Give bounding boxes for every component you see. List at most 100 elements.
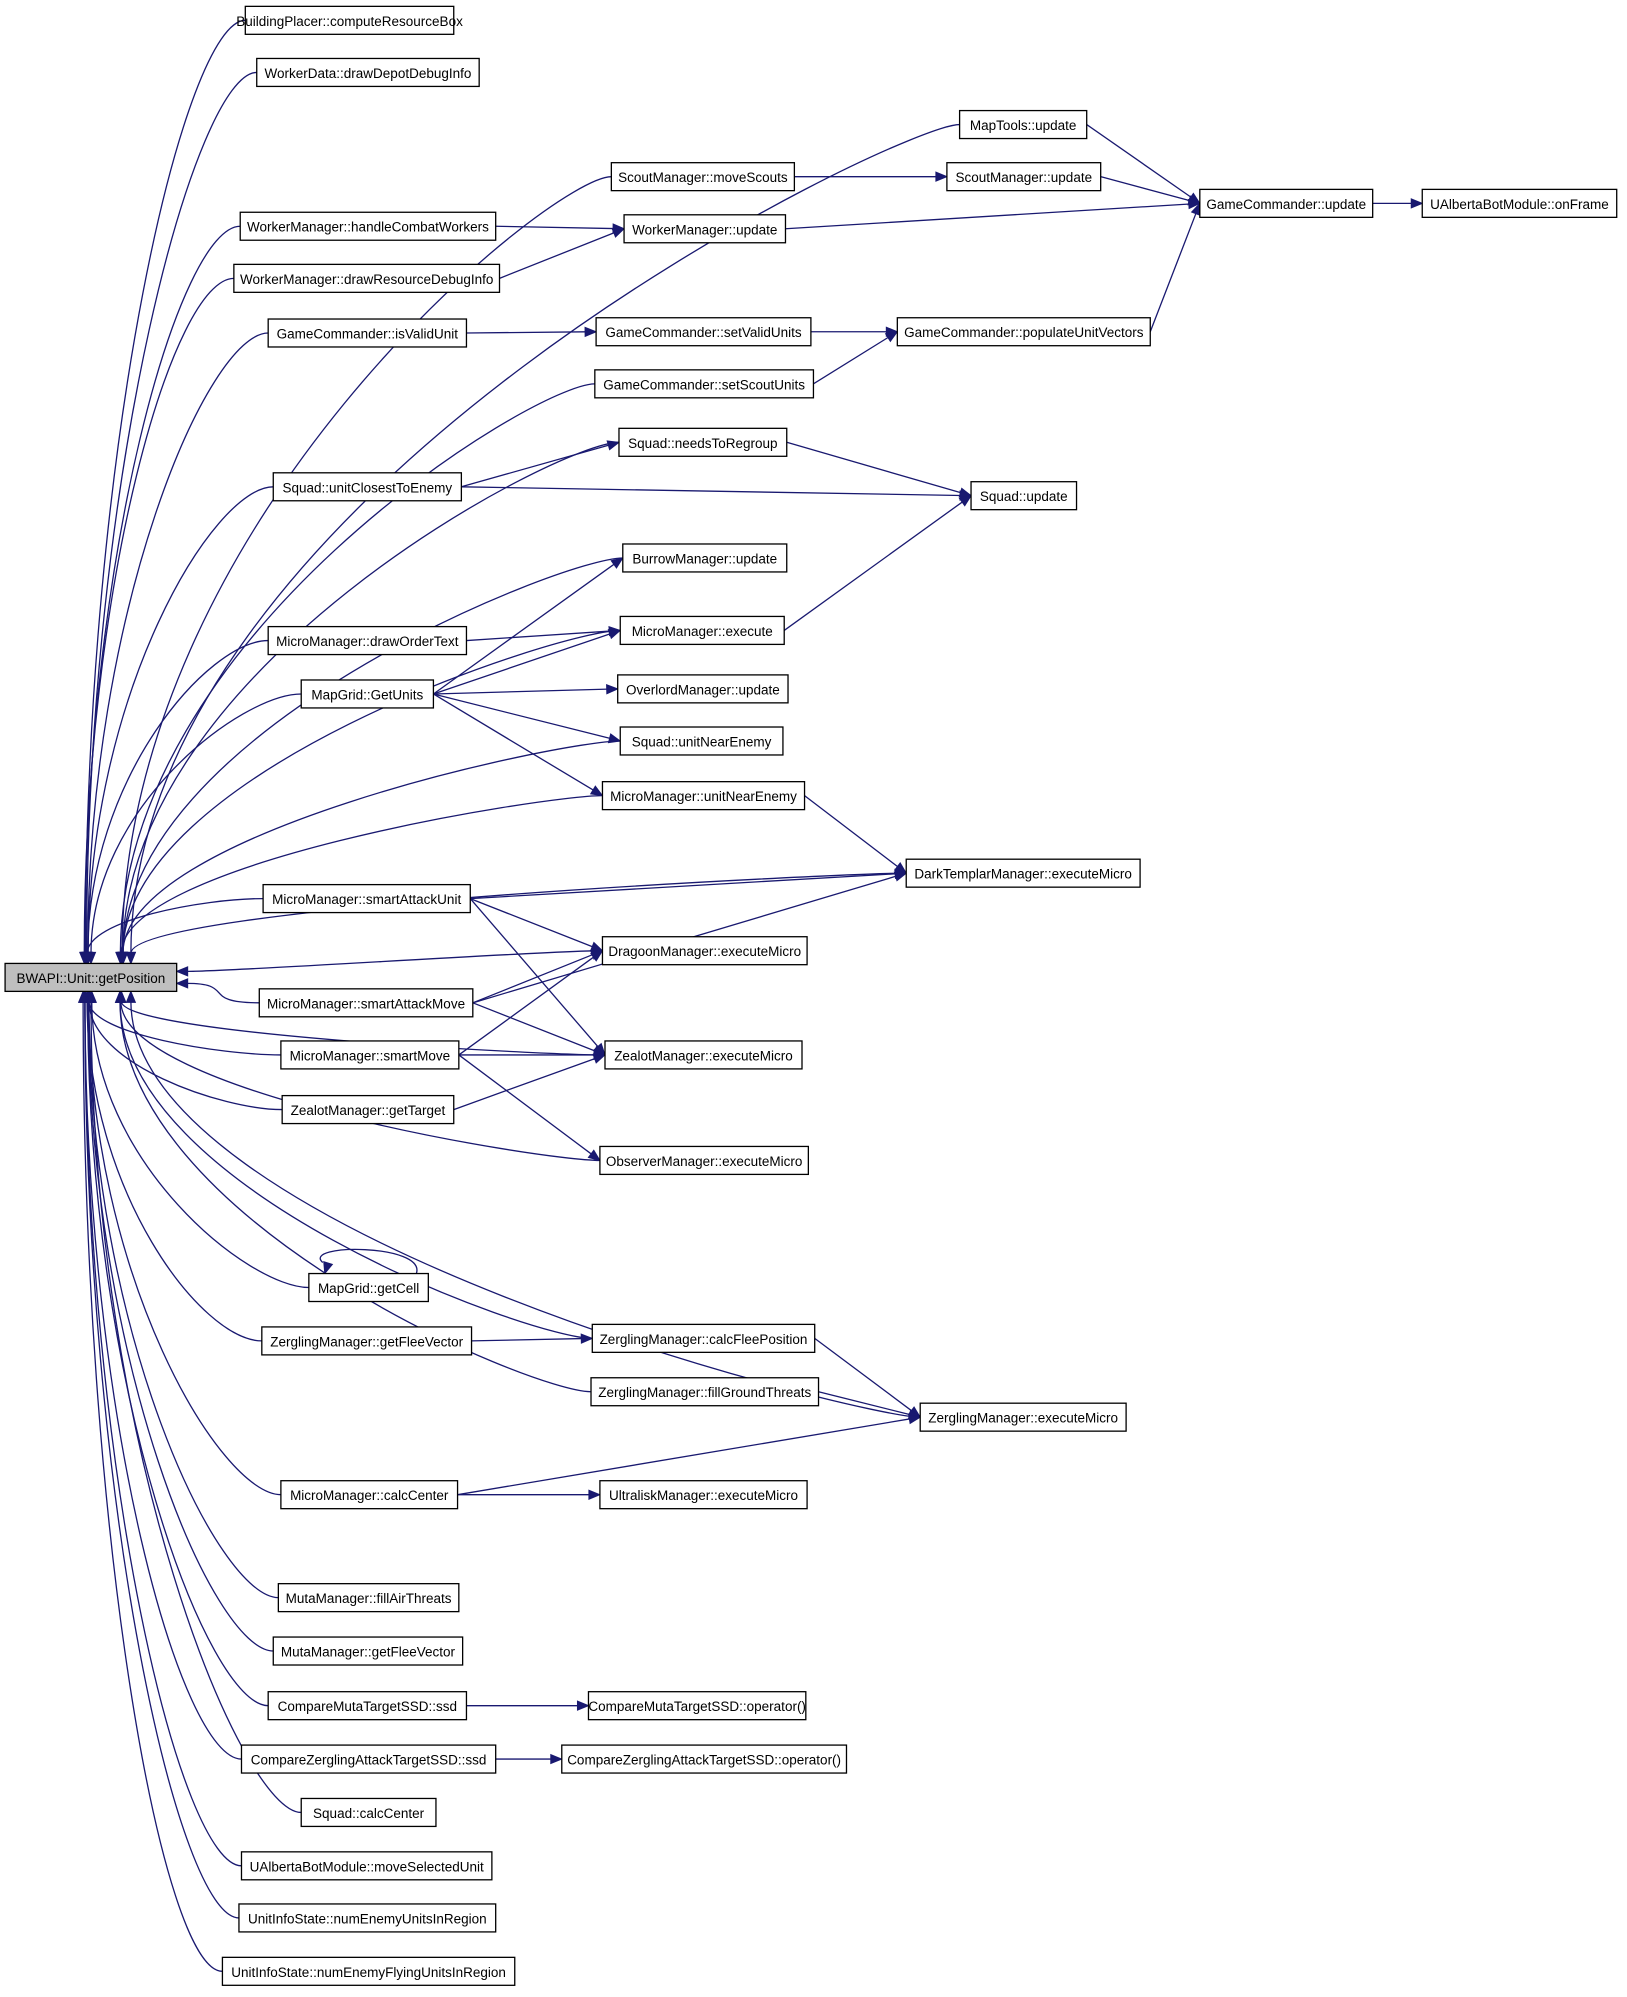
node-game-commander-is-valid-unit[interactable]: GameCommander::isValidUnit <box>267 318 468 348</box>
node-box[interactable] <box>267 318 468 348</box>
node-box[interactable] <box>561 1744 848 1774</box>
node-squad-needs-to-regroup[interactable]: Squad::needsToRegroup <box>618 427 788 457</box>
node-muta-manager-get-flee-vector[interactable]: MutaManager::getFleeVector <box>272 1636 464 1666</box>
node-box[interactable] <box>619 726 784 756</box>
node-box[interactable] <box>221 1956 516 1986</box>
node-box[interactable] <box>618 427 788 457</box>
node-box[interactable] <box>300 679 435 709</box>
node-box[interactable] <box>300 1797 437 1828</box>
node-compare-zergling-attack-target-ssd-operator[interactable]: CompareZerglingAttackTargetSSD::operator… <box>561 1744 848 1774</box>
node-worker-data-draw-depot-debug-info[interactable]: WorkerData::drawDepotDebugInfo <box>256 57 480 88</box>
node-box[interactable] <box>587 1691 807 1721</box>
node-box[interactable] <box>277 1583 460 1613</box>
node-micro-manager-draw-order-text[interactable]: MicroManager::drawOrderText <box>267 625 468 656</box>
node-box[interactable] <box>599 1145 810 1176</box>
node-box[interactable] <box>604 1040 803 1070</box>
node-worker-manager-update[interactable]: WorkerManager::update <box>623 214 787 244</box>
node-box[interactable] <box>240 1744 497 1774</box>
node-box[interactable] <box>599 1480 808 1510</box>
node-box[interactable] <box>590 1377 820 1407</box>
node-box[interactable] <box>970 481 1078 511</box>
node-box[interactable] <box>256 57 480 88</box>
node-worker-manager-draw-resource-debug-info[interactable]: WorkerManager::drawResourceDebugInfo <box>233 263 501 293</box>
node-dark-templar-manager-execute-micro[interactable]: DarkTemplarManager::executeMicro <box>905 858 1141 888</box>
node-box[interactable] <box>1421 188 1618 218</box>
node-box[interactable] <box>267 625 468 656</box>
node-box[interactable] <box>595 317 812 347</box>
node-scout-manager-move-scouts[interactable]: ScoutManager::moveScouts <box>610 162 796 192</box>
node-ultralisk-manager-execute-micro[interactable]: UltraliskManager::executeMicro <box>599 1480 808 1510</box>
node-box[interactable] <box>281 1094 455 1125</box>
node-compare-muta-target-ssd-ssd[interactable]: CompareMutaTargetSSD::ssd <box>267 1691 468 1721</box>
node-zergling-manager-calc-flee-position[interactable]: ZerglingManager::calcFleePosition <box>591 1323 816 1353</box>
node-game-commander-set-scout-units[interactable]: GameCommander::setScoutUnits <box>594 369 815 399</box>
node-micro-manager-smart-attack-move[interactable]: MicroManager::smartAttackMove <box>258 988 474 1018</box>
node-zealot-manager-get-target[interactable]: ZealotManager::getTarget <box>281 1094 455 1125</box>
node-zergling-manager-get-flee-vector[interactable]: ZerglingManager::getFleeVector <box>261 1326 473 1356</box>
node-box[interactable] <box>280 1480 459 1510</box>
node-box[interactable] <box>594 369 815 399</box>
node-building-placer-compute-resource-box[interactable]: BuildingPlacer::computeResourceBox <box>236 5 463 35</box>
node-box[interactable] <box>244 5 455 35</box>
node-box[interactable] <box>623 214 787 244</box>
node-micro-manager-smart-attack-unit[interactable]: MicroManager::smartAttackUnit <box>262 883 471 914</box>
node-micro-manager-calc-center[interactable]: MicroManager::calcCenter <box>280 1480 459 1510</box>
node-box[interactable] <box>601 936 808 966</box>
node-map-tools-update[interactable]: MapTools::update <box>958 109 1088 140</box>
node-zergling-manager-fill-ground-threats[interactable]: ZerglingManager::fillGroundThreats <box>590 1377 820 1407</box>
node-squad-update[interactable]: Squad::update <box>970 481 1078 511</box>
node-box[interactable] <box>622 543 788 573</box>
node-map-grid-get-units[interactable]: MapGrid::GetUnits <box>300 679 435 709</box>
node-unit-info-state-num-enemy-units-in-region[interactable]: UnitInfoState::numEnemyUnitsInRegion <box>238 1903 497 1933</box>
node-box[interactable] <box>280 1040 460 1070</box>
node-muta-manager-fill-air-threats[interactable]: MutaManager::fillAirThreats <box>277 1583 460 1613</box>
node-box[interactable] <box>905 858 1141 888</box>
node-map-grid-get-cell[interactable]: MapGrid::getCell <box>308 1272 429 1303</box>
node-zergling-manager-execute-micro[interactable]: ZerglingManager::executeMicro <box>919 1402 1127 1432</box>
node-box[interactable] <box>272 472 463 502</box>
node-box[interactable] <box>610 162 796 192</box>
node-box[interactable] <box>1199 188 1374 218</box>
node-box[interactable] <box>238 1903 497 1933</box>
node-box[interactable] <box>258 988 474 1018</box>
node-squad-calc-center[interactable]: Squad::calcCenter <box>300 1797 437 1828</box>
node-compare-zergling-attack-target-ssd-ssd[interactable]: CompareZerglingAttackTargetSSD::ssd <box>240 1744 497 1774</box>
node-box[interactable] <box>619 615 785 646</box>
node-box[interactable] <box>617 674 789 704</box>
node-micro-manager-execute[interactable]: MicroManager::execute <box>619 615 785 646</box>
node-bwapi-unit-get-position[interactable]: BWAPI::Unit::getPosition <box>4 962 178 993</box>
node-box[interactable] <box>308 1272 429 1303</box>
node-box[interactable] <box>239 211 497 241</box>
node-box[interactable] <box>946 162 1102 192</box>
node-dragoon-manager-execute-micro[interactable]: DragoonManager::executeMicro <box>601 936 808 966</box>
node-burrow-manager-update[interactable]: BurrowManager::update <box>622 543 788 573</box>
node-box[interactable] <box>601 781 806 811</box>
node-scout-manager-update[interactable]: ScoutManager::update <box>946 162 1102 192</box>
node-zealot-manager-execute-micro[interactable]: ZealotManager::executeMicro <box>604 1040 803 1070</box>
node-game-commander-populate-unit-vectors[interactable]: GameCommander::populateUnitVectors <box>896 317 1151 347</box>
node-box[interactable] <box>261 1326 473 1356</box>
node-box[interactable] <box>591 1323 816 1353</box>
node-ualberta-bot-module-on-frame[interactable]: UAlbertaBotModule::onFrame <box>1421 188 1618 218</box>
node-observer-manager-execute-micro[interactable]: ObserverManager::executeMicro <box>599 1145 810 1176</box>
node-micro-manager-smart-move[interactable]: MicroManager::smartMove <box>280 1040 460 1070</box>
node-box[interactable] <box>896 317 1151 347</box>
node-game-commander-update[interactable]: GameCommander::update <box>1199 188 1374 218</box>
node-box[interactable] <box>262 883 471 914</box>
node-box[interactable] <box>272 1636 464 1666</box>
node-box[interactable] <box>233 263 501 293</box>
node-box[interactable] <box>4 962 178 993</box>
node-box[interactable] <box>240 1851 493 1881</box>
node-squad-unit-closest-to-enemy[interactable]: Squad::unitClosestToEnemy <box>272 472 463 502</box>
node-worker-manager-handle-combat-workers[interactable]: WorkerManager::handleCombatWorkers <box>239 211 497 241</box>
node-ualberta-bot-module-move-selected-unit[interactable]: UAlbertaBotModule::moveSelectedUnit <box>240 1851 493 1881</box>
node-game-commander-set-valid-units[interactable]: GameCommander::setValidUnits <box>595 317 812 347</box>
node-overlord-manager-update[interactable]: OverlordManager::update <box>617 674 789 704</box>
node-compare-muta-target-ssd-operator[interactable]: CompareMutaTargetSSD::operator() <box>587 1691 807 1721</box>
node-box[interactable] <box>267 1691 468 1721</box>
node-box[interactable] <box>958 109 1088 140</box>
node-box[interactable] <box>919 1402 1127 1432</box>
node-micro-manager-unit-near-enemy[interactable]: MicroManager::unitNearEnemy <box>601 781 806 811</box>
node-squad-unit-near-enemy[interactable]: Squad::unitNearEnemy <box>619 726 784 756</box>
node-unit-info-state-num-enemy-flying-units-in-region[interactable]: UnitInfoState::numEnemyFlyingUnitsInRegi… <box>221 1956 516 1986</box>
